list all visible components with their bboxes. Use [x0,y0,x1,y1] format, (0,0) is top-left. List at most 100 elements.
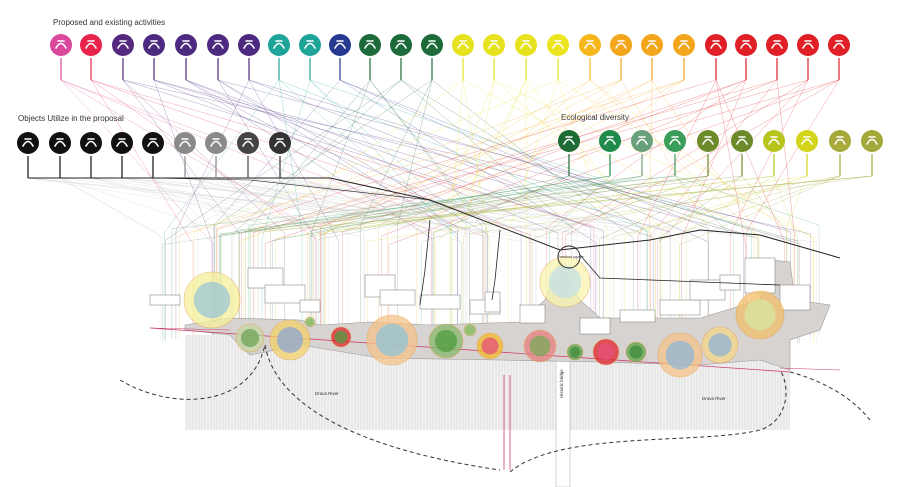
connection-line [685,175,775,232]
building [579,317,611,335]
connection-line [388,79,840,245]
connection-line [650,79,778,236]
connection-line [245,175,743,232]
connection-line [27,177,364,231]
connection-line [261,79,311,240]
connection-line [60,79,432,231]
meadow-icon [861,130,883,152]
connection-line [307,79,653,233]
connection-line [247,177,348,226]
connection-line [153,79,522,232]
connection-line [624,175,808,237]
building [299,299,321,313]
connection-line [400,79,648,232]
fishing-icon [299,34,321,56]
grass-icon [796,130,818,152]
activity-zone [735,290,785,340]
connection-line [215,177,464,243]
yoga-icon [828,34,850,56]
connection-line [60,79,322,235]
skating-icon [766,34,788,56]
connection-line [661,175,808,230]
connection-line [369,79,483,227]
building [744,257,776,294]
building [419,294,461,310]
connection-line [381,79,778,237]
connection-line [421,175,643,243]
connection-line [730,79,809,234]
rowing-icon [238,34,260,56]
route-dashed-line [119,344,266,400]
connection-line [462,79,490,244]
connection-line [279,177,623,241]
connection-line [469,175,873,235]
road-line-secondary [149,177,431,201]
connection-line [248,79,800,244]
connection-line [153,79,213,244]
connection-line [220,175,611,235]
connection-line [369,79,487,227]
activity-zone [592,338,620,366]
monument-icon [547,34,569,56]
connection-line [549,175,611,233]
activity-zone [566,343,584,361]
jet-ski-icon [268,34,290,56]
playground-icon [80,132,102,154]
connection-line [655,175,841,242]
connection-line [589,79,794,236]
activity-zone [183,271,241,329]
connection-line [309,79,752,231]
boat-icon [329,34,351,56]
connection-line [165,79,402,241]
activity-zone [366,314,418,366]
bird-icon [763,130,785,152]
building [264,284,306,304]
connection-line [649,79,653,235]
picnic-icon [735,34,757,56]
umbrella-icon [174,132,196,154]
connection-line [637,79,717,237]
diving-icon [112,34,134,56]
connection-line [121,177,322,228]
connection-line [674,175,734,239]
connection-line [253,79,809,233]
activity-zone [476,332,504,360]
connection-line [152,177,256,229]
connection-line [557,79,607,229]
connection-line [339,79,709,229]
connection-line [318,175,643,240]
activity-zone [463,323,477,337]
connection-line [247,177,660,227]
connection-line [309,175,709,237]
bike-icon [641,34,663,56]
connection-line [171,175,676,229]
connection-line [214,79,433,227]
connection-line [565,79,840,236]
owl-icon [697,130,719,152]
activity-zone [235,323,265,353]
river-label-right: Drava River [702,396,726,401]
connection-line [532,175,709,240]
connection-line [184,177,235,232]
street-line [419,219,431,306]
connection-line [241,79,778,233]
connection-line [152,177,198,231]
building [659,299,701,316]
connection-line [122,79,604,231]
connection-line [568,175,798,242]
fish-icon [631,130,653,152]
running-icon [610,34,632,56]
connection-line [175,79,250,232]
connection-line [270,175,873,231]
building [149,294,181,306]
access-arrow [149,327,231,331]
activity-zone [539,256,591,308]
water-ski-icon [143,34,165,56]
connection-line [164,79,280,233]
connection-line [185,79,559,234]
connection-line [278,79,647,231]
connection-line [215,177,488,234]
building [619,309,656,323]
building [519,304,546,324]
